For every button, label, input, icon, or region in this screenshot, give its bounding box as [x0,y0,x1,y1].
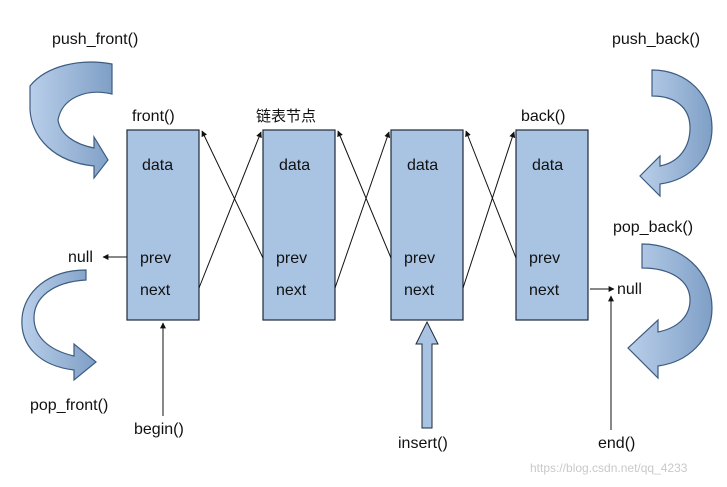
node-2-prev: prev [276,250,307,267]
null-left-label: null [68,249,93,266]
pop-back-arrow-icon [627,243,713,380]
insert-arrow-icon [415,320,439,429]
next-link-1-2 [198,131,262,289]
node-2-data: data [279,157,310,174]
node-1-prev: prev [140,250,171,267]
push-back-label: push_back() [612,31,700,48]
node-1-next: next [140,282,171,299]
insert-label: insert() [398,435,448,452]
begin-label: begin() [134,421,184,438]
push-front-arrow-icon [29,61,113,180]
node-caption: 链表节点 [256,107,316,125]
node-3-next: next [404,282,435,299]
prev-link-2-1 [201,130,264,259]
push-back-arrow-icon [639,69,713,198]
node-4-next: next [529,282,560,299]
node-1: data prev next [126,129,200,321]
node-3-data: data [407,157,438,174]
back-label: back() [521,108,565,125]
null-right-label: null [617,281,642,298]
link-lines [198,130,517,289]
front-label: front() [132,108,175,125]
node-1-data: data [142,157,173,174]
node-4-data: data [532,157,563,174]
node-4-prev: prev [529,250,560,267]
pop-back-label: pop_back() [613,219,693,236]
watermark: https://blog.csdn.net/qq_4233 [530,461,688,475]
node-4: data prev next [515,129,589,321]
push-front-label: push_front() [52,31,138,48]
node-3: data prev next [390,129,464,321]
end-label: end() [598,435,635,452]
node-2-next: next [276,282,307,299]
node-3-prev: prev [404,250,435,267]
prev-link-3-2 [337,130,392,259]
pop-front-arrow-icon [21,269,97,382]
next-link-2-3 [334,131,391,289]
node-2: data prev next [262,129,336,321]
next-link-3-4 [462,131,516,289]
prev-link-4-3 [465,130,517,259]
pop-front-label: pop_front() [30,397,108,414]
